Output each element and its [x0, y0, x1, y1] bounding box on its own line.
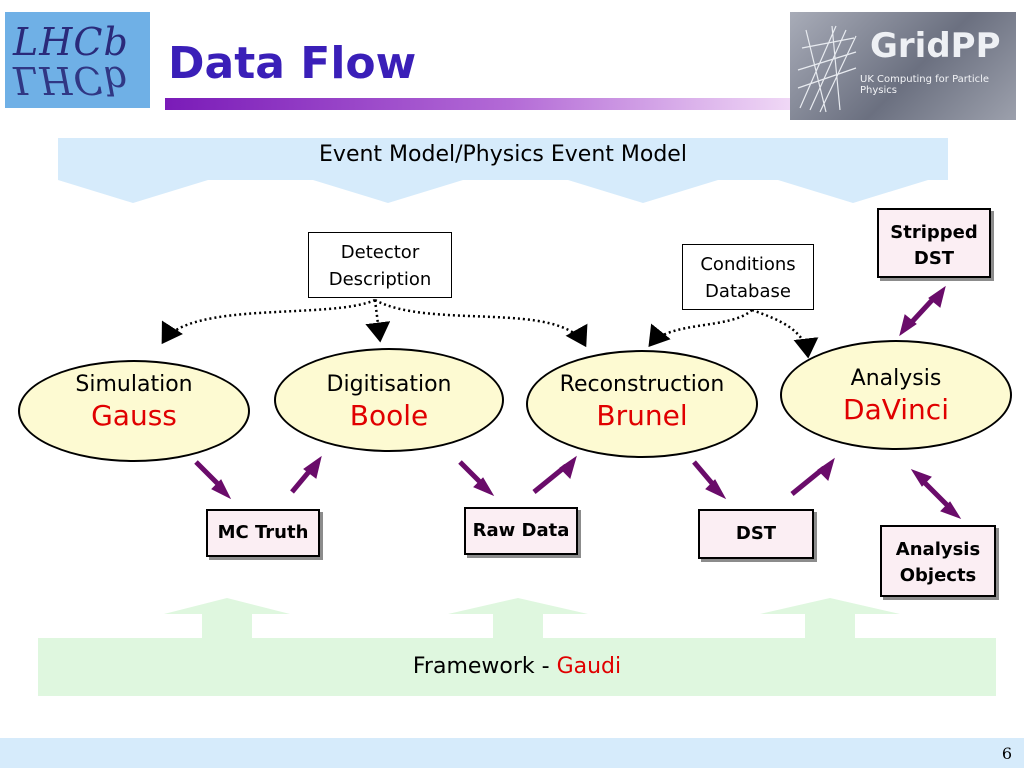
conditions-to-analysis-link [751, 308, 819, 359]
analysis-stage-label: Analysis [850, 366, 942, 391]
digitisation-stage-label: Digitisation [326, 372, 452, 397]
conditions-database-line1: Conditions [700, 254, 796, 275]
service-links [161, 298, 819, 359]
framework-label-text: Framework - [412, 654, 557, 679]
up-arrow [448, 598, 588, 638]
simulation-node: Simulation Gauss [18, 360, 250, 462]
gridpp-logo-name: GridPP [870, 26, 1001, 66]
gauss-label: Gauss [91, 399, 177, 432]
grid-mesh-icon [797, 25, 857, 113]
footer-bar [0, 738, 1024, 768]
slide-title: Data Flow [168, 38, 417, 89]
stripped-dst-line1: Stripped [890, 222, 978, 243]
detector-to-digitisation-link [365, 299, 391, 343]
detector-to-simulation-link [161, 298, 376, 345]
event-model-band [58, 138, 948, 180]
analysis-objects-line2: Objects [899, 565, 977, 586]
brunel-label: Brunel [596, 399, 688, 432]
flow-arrows [194, 285, 962, 519]
conditions-database-box: Conditions Database [682, 244, 814, 310]
rawdata-to-brunel-arrow [532, 464, 568, 494]
boole-label: Boole [349, 399, 429, 432]
title-underline-bar [165, 98, 790, 110]
analysis-objects-line1: Analysis [895, 539, 981, 560]
event-model-arrows [58, 180, 928, 203]
davinci-stripped-dst-arrow [908, 296, 936, 326]
down-arrow [568, 180, 718, 203]
lhcb-logo-text: LHCb [13, 20, 129, 64]
up-arrow [760, 598, 900, 638]
davinci-label: DaVinci [843, 393, 949, 426]
gaudi-label: Gaudi [556, 654, 622, 679]
simulation-stage-label: Simulation [75, 372, 193, 397]
stripped-dst-box: Stripped DST [877, 208, 991, 278]
dst-to-davinci-arrow [790, 466, 826, 496]
reconstruction-node: Reconstruction Brunel [526, 350, 758, 458]
gridpp-logo: GridPP UK Computing for Particle Physics [790, 12, 1016, 120]
up-arrow [164, 598, 290, 638]
reconstruction-stage-label: Reconstruction [559, 372, 725, 397]
detector-description-box: Detector Description [308, 232, 452, 298]
analysis-objects-box: Analysis Objects [880, 525, 996, 597]
davinci-analysis-objects-arrow [920, 478, 952, 510]
gridpp-logo-subtitle: UK Computing for Particle Physics [860, 74, 990, 96]
dst-box: DST [698, 509, 814, 559]
detector-description-line1: Detector [340, 242, 420, 263]
page-number: 6 [1001, 744, 1012, 763]
digitisation-node: Digitisation Boole [274, 348, 504, 452]
framework-label: Framework - Gaudi [38, 654, 996, 679]
conditions-to-reconstruction-link [648, 309, 753, 347]
event-model-label: Event Model/Physics Event Model [319, 142, 687, 167]
framework-band [38, 638, 996, 696]
down-arrow [313, 180, 463, 203]
framework-arrows [164, 598, 900, 638]
conditions-database-line2: Database [705, 281, 791, 302]
mc-truth-box: MC Truth [206, 509, 320, 557]
analysis-node: Analysis DaVinci [780, 340, 1012, 450]
stripped-dst-line2: DST [913, 248, 955, 269]
down-arrow [58, 180, 208, 203]
raw-data-box: Raw Data [464, 507, 578, 555]
down-arrow [778, 180, 928, 203]
detector-to-reconstruction-link [374, 298, 588, 348]
lhcb-logo: LHCb LHCb [5, 12, 150, 108]
detector-description-line2: Description [328, 269, 432, 290]
